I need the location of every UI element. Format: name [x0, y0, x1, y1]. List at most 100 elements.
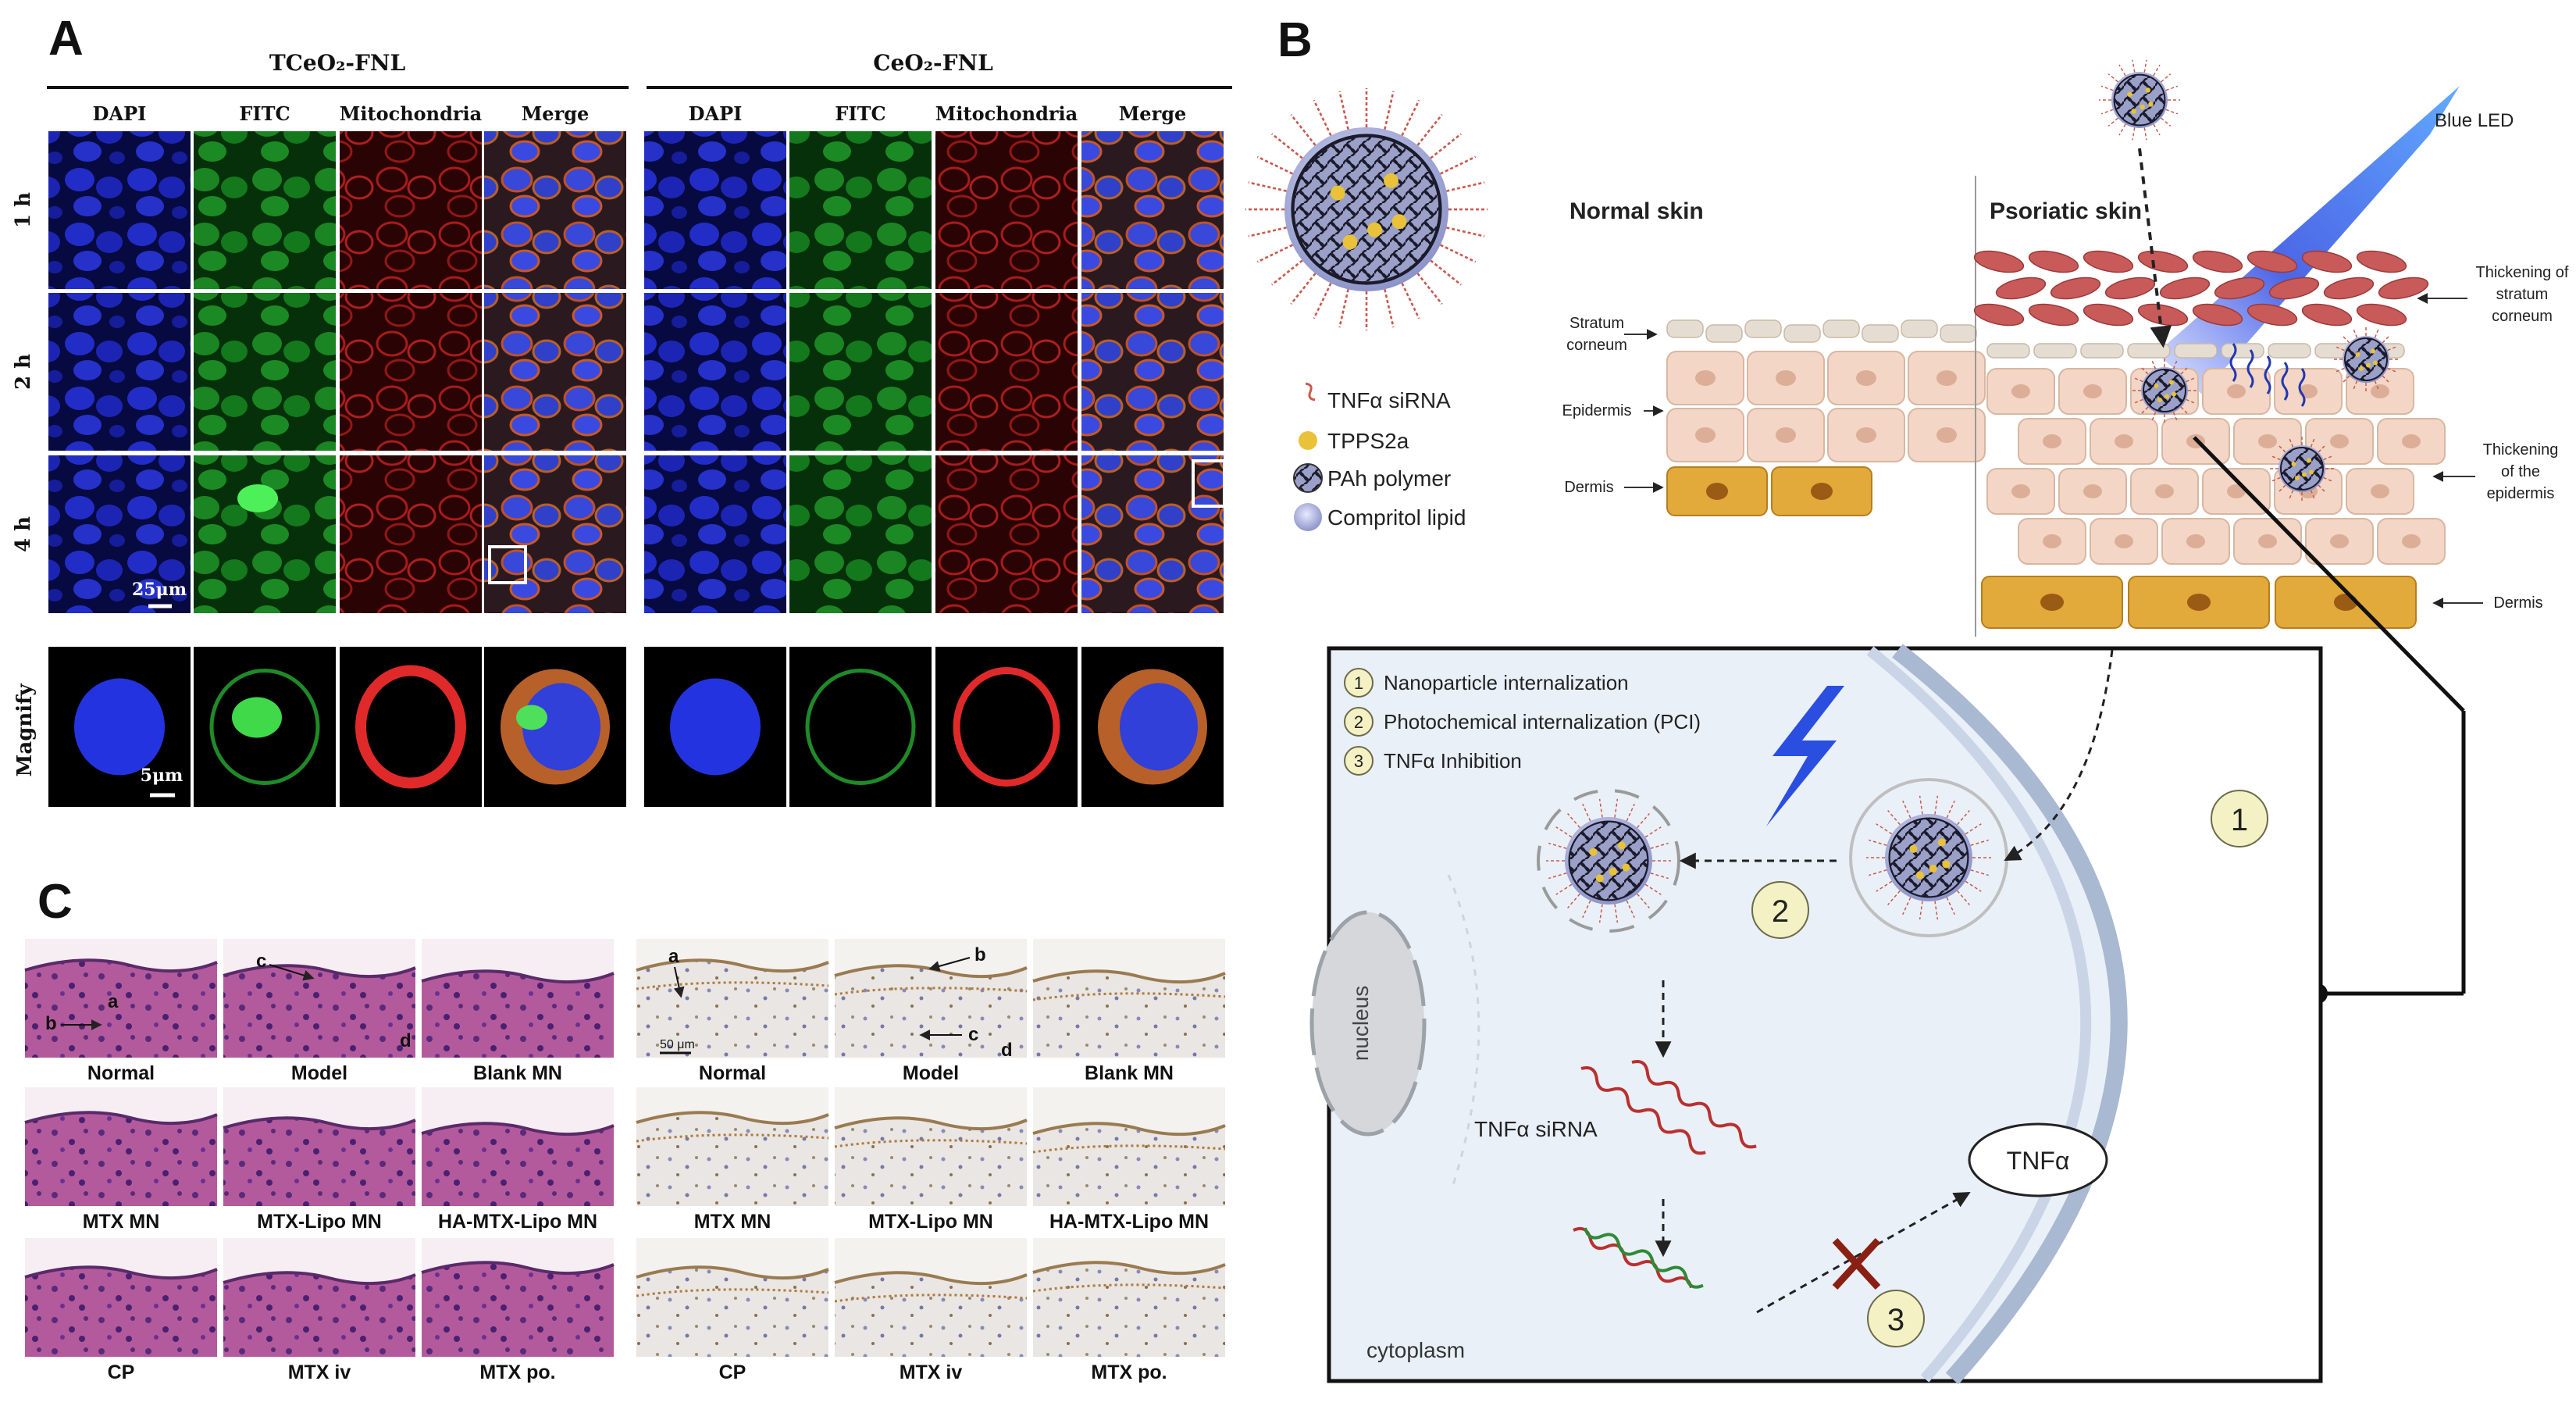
he-surface — [24, 958, 218, 973]
step-legend-text: TNFα Inhibition — [1384, 749, 1522, 773]
tpps2a-dot — [1937, 838, 1946, 847]
sirna-ray — [1430, 259, 1463, 286]
tpps2a-dot — [1622, 863, 1630, 872]
sirna-ray — [1965, 880, 1982, 892]
corneum-cell — [1862, 324, 1899, 343]
sirna-strand-1 — [1580, 1066, 1706, 1155]
sirna-ray — [1970, 869, 1989, 876]
sirna-ray — [2100, 109, 2114, 115]
tpps2a-dot — [2302, 472, 2307, 477]
sirna-ray — [2318, 484, 2327, 494]
tpps2a-dot — [1929, 864, 1937, 873]
sirna-ray — [2288, 490, 2294, 501]
sirna-ray — [1338, 91, 1349, 130]
sirna-ray — [2172, 359, 2179, 369]
sirna-ray — [1614, 904, 1619, 923]
sirna-ray — [1644, 826, 1662, 838]
micrograph-merge — [1081, 131, 1224, 289]
ihc-brown-stain — [636, 981, 829, 990]
tpps2a-dot — [2145, 87, 2151, 93]
tpps2a-dot — [1942, 860, 1951, 869]
panel-b: B TNFα siRNA TPPS2a PAh polymer Comprito… — [1245, 13, 2569, 1385]
micrograph-dapi — [644, 131, 786, 289]
sirna-ray — [1384, 91, 1395, 130]
epidermis-nucleus — [2043, 434, 2061, 448]
label-thick-ep-1: Thickening — [2483, 441, 2559, 459]
ihc-surface — [834, 1271, 1028, 1286]
sirna-ray — [1567, 813, 1580, 829]
corneum-cell-thick — [2028, 250, 2079, 273]
corneum-cell-thick — [2356, 303, 2407, 327]
label-dermis-right: Dermis — [2493, 594, 2542, 612]
label-dermis-left: Dermis — [1564, 479, 1613, 496]
label-thick-sc-3: corneum — [2492, 308, 2553, 325]
step-legend-num: 3 — [1354, 751, 1363, 771]
he-label: CP — [108, 1361, 135, 1383]
sirna-ray — [2150, 359, 2157, 369]
nanoparticle-large — [1245, 88, 1488, 330]
magnify-nucleus — [670, 678, 761, 776]
ihc-tissue — [636, 960, 828, 1058]
corneum-cell-thick — [2214, 277, 2265, 300]
sirna-ray — [2352, 380, 2358, 391]
sirna-ray — [1290, 273, 1317, 305]
zoom-connector-diag — [2193, 436, 2465, 712]
he-surface — [223, 964, 416, 979]
sirna-duplex-green — [1584, 1227, 1704, 1289]
he-label: Model — [291, 1062, 347, 1084]
ihc-surface — [834, 1116, 1028, 1131]
epidermis-nucleus — [2186, 534, 2205, 548]
corneum-cell-thick — [2268, 277, 2320, 300]
corneum-cell-thick — [2083, 303, 2134, 327]
sirna-ray — [2288, 437, 2294, 448]
polymer-core — [2143, 369, 2186, 412]
epidermis-nucleus — [1695, 427, 1716, 443]
corneum-cell-thick — [2323, 277, 2375, 300]
epidermis-nucleus — [2043, 534, 2061, 548]
epidermis-nucleus — [2402, 434, 2421, 448]
step-circle-1 — [2211, 790, 2268, 848]
sirna-strand-2 — [1631, 1060, 1757, 1149]
sirna-ray — [2180, 406, 2189, 416]
dermis-nucleus — [1811, 483, 1833, 500]
row-label: 1 h — [12, 192, 35, 228]
sirna-ray — [1598, 904, 1603, 923]
corneum-cell-thick — [1973, 303, 2025, 327]
sirna-ray — [1416, 113, 1443, 146]
label-thick-ep-3: epidermis — [2487, 485, 2555, 502]
np-skin-2 — [2332, 325, 2400, 394]
ihc-surface — [636, 1111, 829, 1126]
he-tissue — [25, 960, 217, 1058]
he-surface — [223, 1116, 416, 1131]
sirna-ray — [1919, 795, 1923, 815]
epidermis-nucleus — [2330, 434, 2349, 448]
np-entry-arrow — [2138, 148, 2172, 348]
sirna-ray — [2352, 327, 2358, 338]
sirna-ray — [1626, 803, 1635, 822]
column-header-merge: Merge — [1119, 102, 1187, 125]
group-left-title: TCeO₂-FNL — [269, 50, 406, 76]
ihc-tissue — [1033, 971, 1225, 1058]
corneum-cell-thick — [2192, 250, 2243, 273]
epidermis-nucleus — [2011, 384, 2030, 398]
epidermis-nucleus — [2083, 484, 2102, 498]
light-wave — [2264, 355, 2271, 394]
ihc-surface — [1032, 969, 1226, 984]
corneum-cell-thick — [2192, 303, 2243, 327]
sirna-ray — [1970, 839, 1989, 846]
corneum-flat-cell — [2268, 343, 2311, 359]
sirna-ray — [2132, 59, 2136, 73]
epidermis-nucleus — [2083, 384, 2102, 398]
panel-c-letter: C — [37, 875, 73, 929]
micrograph-mitochondria — [340, 131, 482, 289]
light-wave — [2281, 362, 2289, 401]
corneum-cell-thick — [2246, 250, 2298, 273]
sirna-ray — [1637, 813, 1650, 829]
label-thick-ep-2: of the — [2501, 463, 2540, 480]
epidermis-nucleus — [2227, 484, 2246, 498]
sirna-ray — [1270, 259, 1303, 286]
sirna-ray — [2153, 123, 2161, 136]
